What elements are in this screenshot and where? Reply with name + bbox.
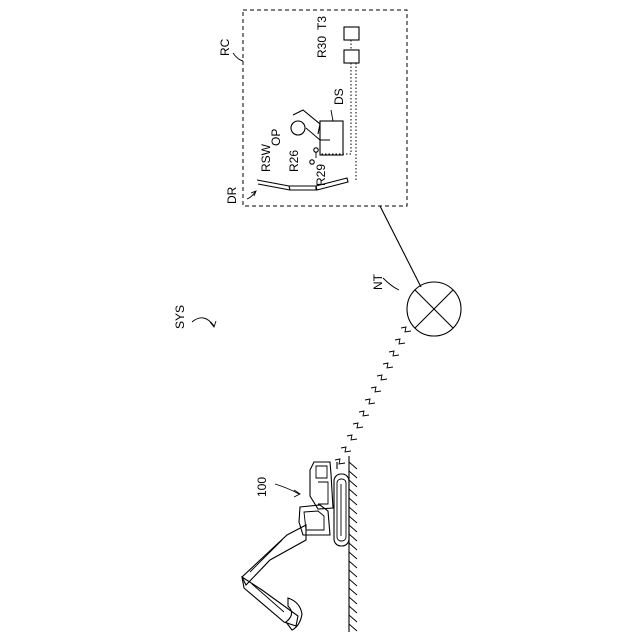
hatch-mark [349,525,357,532]
label-t3: T3 [315,16,329,30]
hatch-mark [349,606,357,613]
cab-window [304,511,324,530]
hatch-mark [349,462,357,469]
room-network-link [380,206,421,287]
driver-seat [257,178,348,190]
wireless-zigzag [401,327,411,332]
wireless-zigzag [341,447,351,452]
wireless-link [335,327,411,464]
label-op: OP [269,129,283,146]
hatch-mark [349,552,357,559]
hatch-mark [349,480,357,487]
shovel-leader [275,484,299,494]
wireless-zigzag [365,399,375,404]
wireless-zigzag [359,411,369,416]
wireless-zigzag [389,351,399,356]
label-100: 100 [255,477,269,497]
r29-knob [310,160,314,164]
seat-panel-2 [289,186,316,190]
engine-cover [316,466,327,478]
nt-leader [383,278,399,290]
network-node: NT [371,273,461,336]
shovel: 100 [242,456,357,632]
label-rc: RC [218,38,232,56]
wireless-zigzag [347,435,357,440]
system-marker: SYS [173,305,216,329]
hatch-mark [349,498,357,505]
hatch-mark [349,624,357,631]
upper-body [310,462,333,509]
shovel-arrowhead [294,490,300,497]
hatch-mark [349,615,357,622]
cab [299,505,330,535]
wireless-zigzag [383,363,393,368]
r26-lever [314,148,318,152]
sys-leader [192,318,214,326]
r30-box [344,50,359,63]
hatch-mark [349,489,357,496]
operator-body [293,110,320,134]
label-nt: NT [371,273,385,290]
hatch-mark [349,561,357,568]
label-r29: R29 [314,164,328,186]
label-ds: DS [332,88,346,105]
ground-hatching [349,462,357,631]
hatch-mark [349,588,357,595]
label-dr: DR [225,186,239,204]
wireless-zigzag [395,339,405,344]
label-r26: R26 [287,150,301,172]
crawler-outer [334,474,349,546]
boom [242,525,306,585]
operator-head [291,121,305,135]
label-r30: R30 [315,36,329,58]
label-rsw: RSW [259,143,273,172]
t3-box [344,27,359,40]
hatch-mark [349,543,357,550]
hatch-mark [349,579,357,586]
wireless-zigzag [353,423,363,428]
body-side [318,482,328,504]
label-sys: SYS [173,305,187,329]
hatch-mark [349,507,357,514]
display-device [320,121,343,155]
rc-leader [233,53,243,61]
hatch-mark [349,534,357,541]
crawler-inner [337,479,346,541]
hatch-mark [349,516,357,523]
hatch-mark [349,597,357,604]
wireless-zigzag [371,387,381,392]
ds-leader [331,110,333,121]
hatch-mark [349,570,357,577]
hatch-mark [349,471,357,478]
remote-control-room: RC T3 R30 DS OP R26 R29 RSW [218,10,407,206]
wireless-zigzag [377,375,387,380]
